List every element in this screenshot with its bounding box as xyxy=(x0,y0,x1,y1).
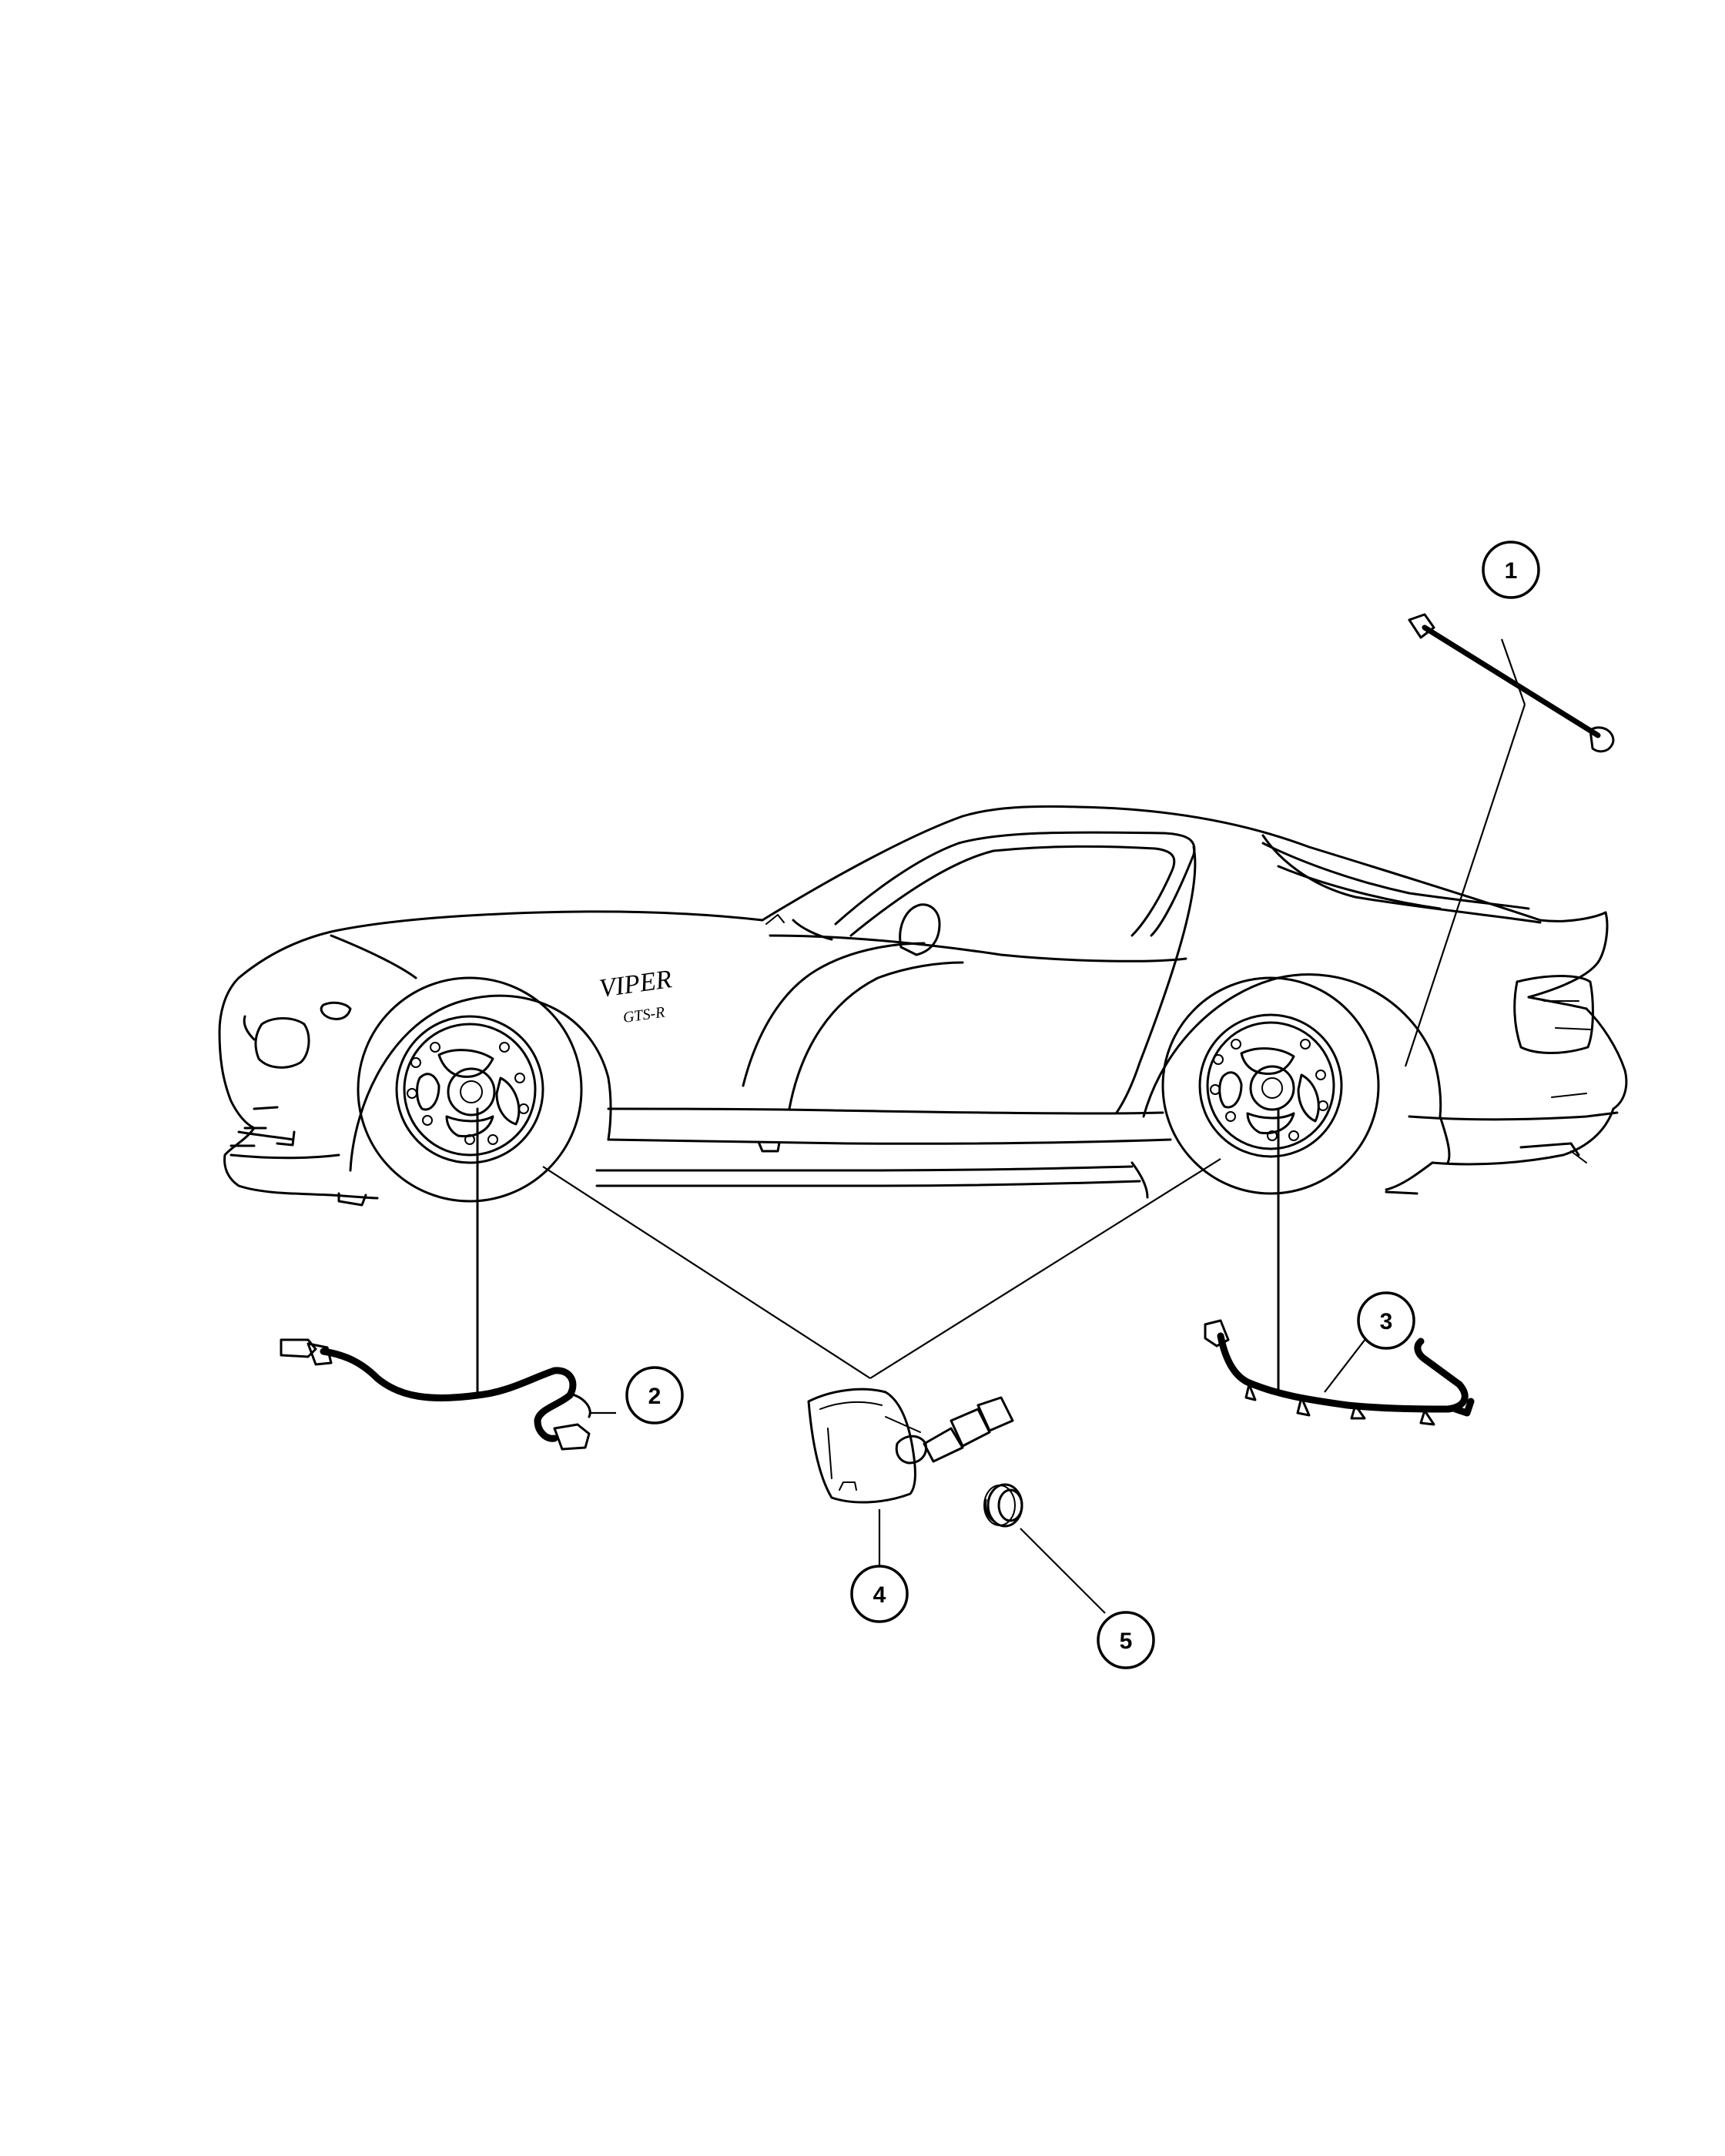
part-3-wiring-harness xyxy=(1204,1319,1475,1426)
callout-4[interactable]: 4 xyxy=(850,1565,909,1623)
front-wheel-bolt-holes xyxy=(407,1042,529,1145)
front-wheel xyxy=(357,976,583,1203)
callout-3-label: 3 xyxy=(1380,1309,1393,1334)
part-5-grommet xyxy=(983,1483,1023,1528)
callout-1[interactable]: 1 xyxy=(1482,541,1540,599)
callout-3[interactable]: 3 xyxy=(1357,1291,1415,1350)
callout-2-label: 2 xyxy=(648,1384,662,1409)
leader-lines xyxy=(476,704,1526,1614)
callout-5-label: 5 xyxy=(1120,1629,1133,1654)
part-1-rod xyxy=(1408,613,1615,753)
badge-model-text: VIPER xyxy=(598,965,674,1003)
callout-5[interactable]: 5 xyxy=(1097,1611,1155,1669)
badge-sub-text: GTS-R xyxy=(622,1004,666,1026)
callout-2[interactable]: 2 xyxy=(625,1366,684,1424)
viper-badge: VIPER GTS-R xyxy=(598,965,674,1026)
rear-wheel-bolt-holes xyxy=(1210,1039,1328,1141)
part-4-pressure-sensor xyxy=(807,1388,1014,1504)
rear-wheel xyxy=(1161,976,1380,1195)
callout-1-label: 1 xyxy=(1505,558,1518,584)
callout-4-label: 4 xyxy=(873,1582,886,1608)
part-2-wiring-harness xyxy=(280,1338,616,1451)
car-illustration xyxy=(218,805,1628,1207)
